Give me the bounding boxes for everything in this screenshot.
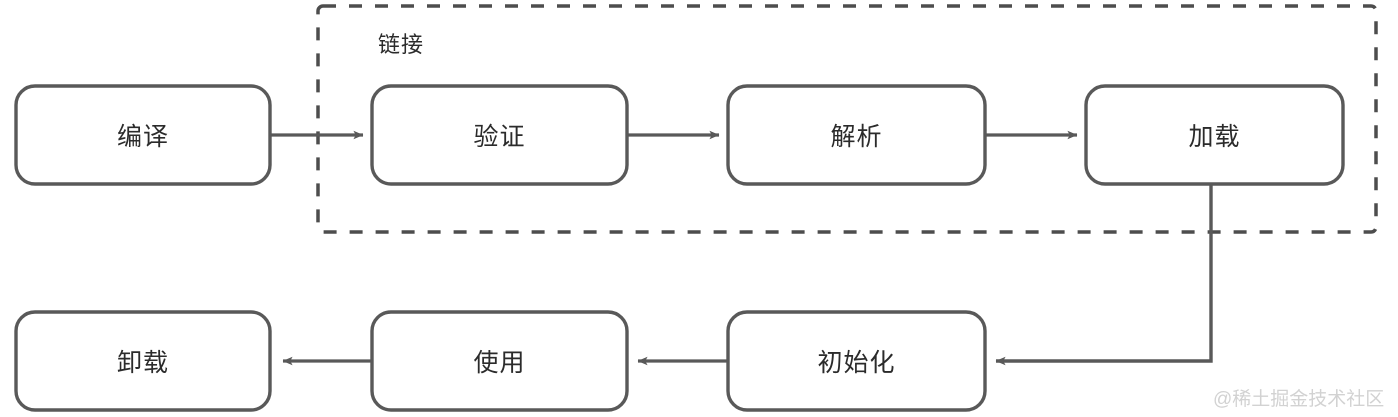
edge-load-to-init bbox=[995, 184, 1213, 366]
nodes-layer bbox=[14, 84, 1345, 412]
node-box-verify[interactable] bbox=[370, 84, 629, 186]
edges-layer bbox=[270, 130, 1213, 366]
node-box-parse[interactable] bbox=[726, 84, 987, 186]
node-box-compile[interactable] bbox=[14, 84, 272, 186]
node-box-use[interactable] bbox=[370, 310, 629, 412]
group-container-link bbox=[316, 4, 1378, 234]
node-box-unload[interactable] bbox=[14, 310, 272, 412]
node-box-load[interactable] bbox=[1084, 84, 1345, 186]
watermark: @稀土掘金技术社区 bbox=[1213, 389, 1385, 410]
node-box-init[interactable] bbox=[726, 310, 987, 412]
group-title-link: 链接 bbox=[378, 32, 425, 57]
